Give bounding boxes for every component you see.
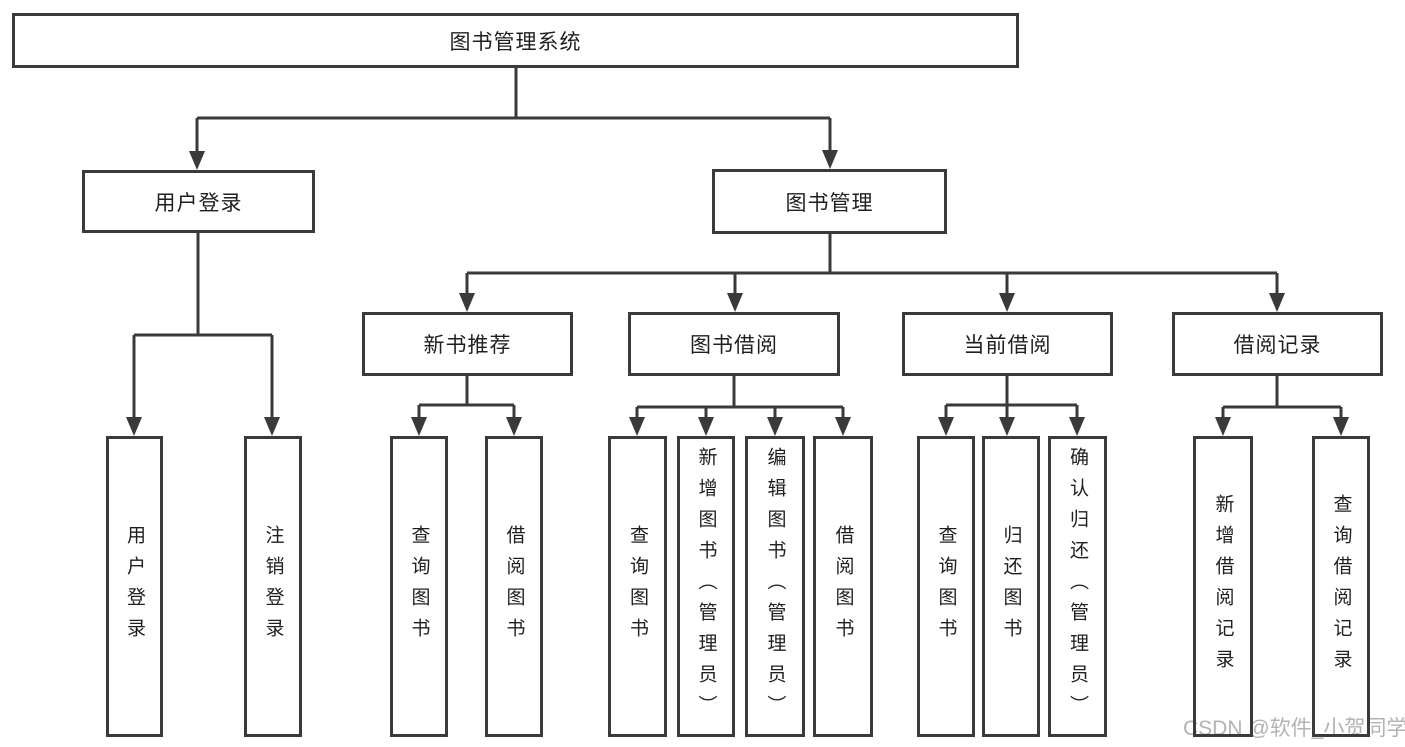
leaf-logout: 注销登录 [244, 436, 302, 737]
leaf-recommend-query-books-label: 查询图书 [408, 524, 430, 649]
node-borrow-records: 借阅记录 [1172, 312, 1383, 376]
arrowhead [767, 417, 783, 436]
connector-bookborrow-to-leaves [635, 376, 845, 419]
arrowhead [1333, 417, 1349, 436]
leaf-borrow-borrow-books: 借阅图书 [813, 436, 873, 737]
leaf-records-query-record: 查询借阅记录 [1312, 436, 1370, 737]
arrowhead [1215, 417, 1231, 436]
arrowhead [999, 293, 1015, 312]
csdn-watermark: CSDN @软件_小贺同学 [1183, 717, 1405, 740]
connector-bookmgmt-to-level3 [465, 234, 1279, 295]
arrowhead [727, 293, 743, 312]
node-book-borrow-label: 图书借阅 [690, 334, 778, 357]
leaf-current-confirm-return-admin: 确认归还（管理员） [1048, 436, 1107, 737]
leaf-borrow-borrow-books-label: 借阅图书 [832, 524, 854, 649]
node-current-borrow-label: 当前借阅 [963, 334, 1052, 357]
node-new-book-recommend-label: 新书推荐 [423, 334, 512, 357]
leaf-current-return-books-label: 归还图书 [1000, 524, 1022, 649]
leaf-recommend-borrow-books-label: 借阅图书 [503, 524, 525, 649]
leaf-recommend-query-books: 查询图书 [390, 436, 448, 737]
leaf-current-query-books: 查询图书 [917, 436, 975, 737]
leaf-borrow-add-books-admin: 新增图书（管理员） [677, 436, 735, 737]
node-system-root: 图书管理系统 [12, 13, 1019, 68]
arrowhead [189, 151, 205, 170]
node-user-login: 用户登录 [82, 170, 315, 233]
arrowhead [126, 417, 142, 436]
leaf-records-query-record-label: 查询借阅记录 [1330, 493, 1352, 680]
arrowhead [938, 417, 954, 436]
arrowhead [506, 417, 522, 436]
leaf-user-login-label: 用户登录 [124, 524, 145, 649]
arrowhead [999, 417, 1015, 436]
node-new-book-recommend: 新书推荐 [362, 312, 573, 376]
leaf-current-return-books: 归还图书 [982, 436, 1040, 737]
connector-currentborrow-to-leaves [944, 376, 1079, 419]
connector-records-to-leaves [1221, 376, 1343, 419]
arrowhead [459, 293, 475, 312]
leaf-recommend-borrow-books: 借阅图书 [485, 436, 543, 737]
node-system-root-label: 图书管理系统 [449, 30, 582, 54]
arrowhead [698, 417, 714, 436]
leaf-records-add-record-label: 新增借阅记录 [1212, 493, 1234, 680]
leaf-borrow-edit-books-admin: 编辑图书（管理员） [745, 436, 805, 737]
arrowhead [822, 150, 838, 169]
connector-userlogin-to-leaves [132, 233, 274, 419]
leaf-current-query-books-label: 查询图书 [935, 524, 957, 649]
node-book-management-label: 图书管理 [785, 191, 874, 215]
leaf-borrow-edit-books-admin-label: 编辑图书（管理员） [764, 447, 786, 726]
arrowhead [264, 417, 280, 436]
leaf-user-login: 用户登录 [106, 436, 163, 737]
arrowheads [126, 150, 1349, 436]
node-borrow-records-label: 借阅记录 [1233, 334, 1322, 357]
arrowhead [835, 417, 851, 436]
arrowhead [1269, 293, 1285, 312]
node-user-login-label: 用户登录 [154, 191, 243, 215]
arrowhead [1069, 417, 1085, 436]
leaf-borrow-add-books-admin-label: 新增图书（管理员） [695, 447, 717, 726]
leaf-borrow-query-books: 查询图书 [608, 436, 667, 737]
connector-root-to-level2 [195, 68, 832, 153]
leaf-borrow-query-books-label: 查询图书 [627, 524, 648, 649]
connector-newbook-to-leaves [417, 376, 516, 419]
node-book-borrow: 图书借阅 [628, 312, 840, 376]
node-current-borrow: 当前借阅 [902, 312, 1113, 376]
leaf-records-add-record: 新增借阅记录 [1193, 436, 1253, 737]
arrowhead [411, 417, 427, 436]
leaf-logout-label: 注销登录 [262, 524, 284, 649]
node-book-management: 图书管理 [712, 169, 947, 234]
arrowhead [629, 417, 645, 436]
leaf-current-confirm-return-admin-label: 确认归还（管理员） [1067, 447, 1088, 726]
